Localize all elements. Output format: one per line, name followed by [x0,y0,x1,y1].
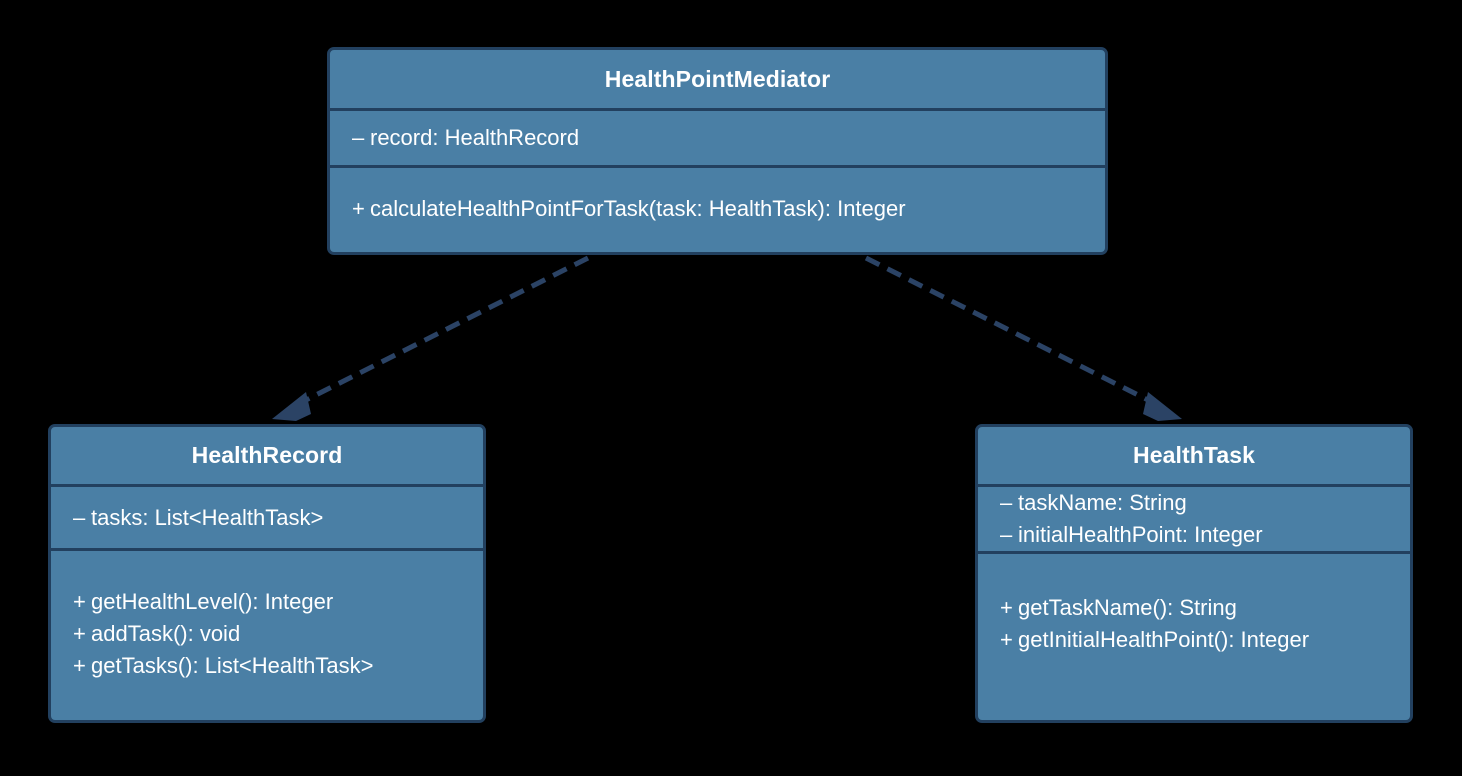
attributes-compartment-healthpointmediator: –record: HealthRecord [330,108,1105,165]
method-row: +calculateHealthPointForTask(task: Healt… [352,193,1105,225]
method-row: +getHealthLevel(): Integer [73,586,483,618]
attribute-row: –initialHealthPoint: Integer [1000,519,1410,551]
method-label: getTaskName(): String [1018,595,1237,620]
method-label: addTask(): void [91,621,241,646]
attribute-label: taskName: String [1018,490,1187,515]
class-name-healthtask: HealthTask [1132,442,1255,468]
method-row: +getTaskName(): String [1000,592,1410,624]
methods-compartment-healthtask: +getTaskName(): String +getInitialHealth… [978,551,1410,720]
method-label: calculateHealthPointForTask(task: Health… [370,195,906,221]
visibility-marker: + [1000,595,1013,620]
methods-compartment-healthpointmediator: +calculateHealthPointForTask(task: Healt… [330,165,1105,249]
method-label: getTasks(): List<HealthTask> [91,653,374,678]
visibility-marker: – [352,125,365,150]
attributes-compartment-healthtask: –taskName: String –initialHealthPoint: I… [978,484,1410,551]
arrowhead-filled-triangle [272,392,311,421]
method-row: +getInitialHealthPoint(): Integer [1000,624,1410,656]
class-name-healthpointmediator: HealthPointMediator [604,65,831,92]
arrowhead-filled-triangle [1143,392,1182,421]
visibility-marker: + [352,195,365,221]
visibility-marker: + [73,621,86,646]
edge-line [864,255,1154,405]
method-row: +getTasks(): List<HealthTask> [73,650,483,682]
attribute-row: –record: HealthRecord [352,122,1105,154]
method-label: getInitialHealthPoint(): Integer [1018,627,1310,652]
attribute-row: –tasks: List<HealthTask> [73,502,483,534]
method-row: +addTask(): void [73,618,483,650]
visibility-marker: + [73,653,86,678]
method-label: getHealthLevel(): Integer [91,589,334,614]
attribute-row: –taskName: String [1000,487,1410,519]
visibility-marker: + [73,589,86,614]
class-box-healthtask[interactable]: HealthTask –taskName: String –initialHea… [975,424,1413,723]
edge-line [300,255,590,405]
class-name-healthrecord: HealthRecord [191,442,343,468]
attributes-compartment-healthrecord: –tasks: List<HealthTask> [51,484,483,548]
attribute-label: record: HealthRecord [370,125,580,150]
visibility-marker: – [1000,490,1013,515]
attribute-label: initialHealthPoint: Integer [1018,522,1263,547]
visibility-marker: – [1000,522,1013,547]
edge-mediator-to-healthtask [864,255,1182,421]
class-box-healthrecord[interactable]: HealthRecord –tasks: List<HealthTask> +g… [48,424,486,723]
methods-compartment-healthrecord: +getHealthLevel(): Integer +addTask(): v… [51,548,483,720]
class-box-healthpointmediator[interactable]: HealthPointMediator –record: HealthRecor… [327,47,1108,255]
edge-mediator-to-healthrecord [272,255,590,421]
visibility-marker: + [1000,627,1013,652]
visibility-marker: – [73,504,86,530]
attribute-label: tasks: List<HealthTask> [91,504,324,530]
